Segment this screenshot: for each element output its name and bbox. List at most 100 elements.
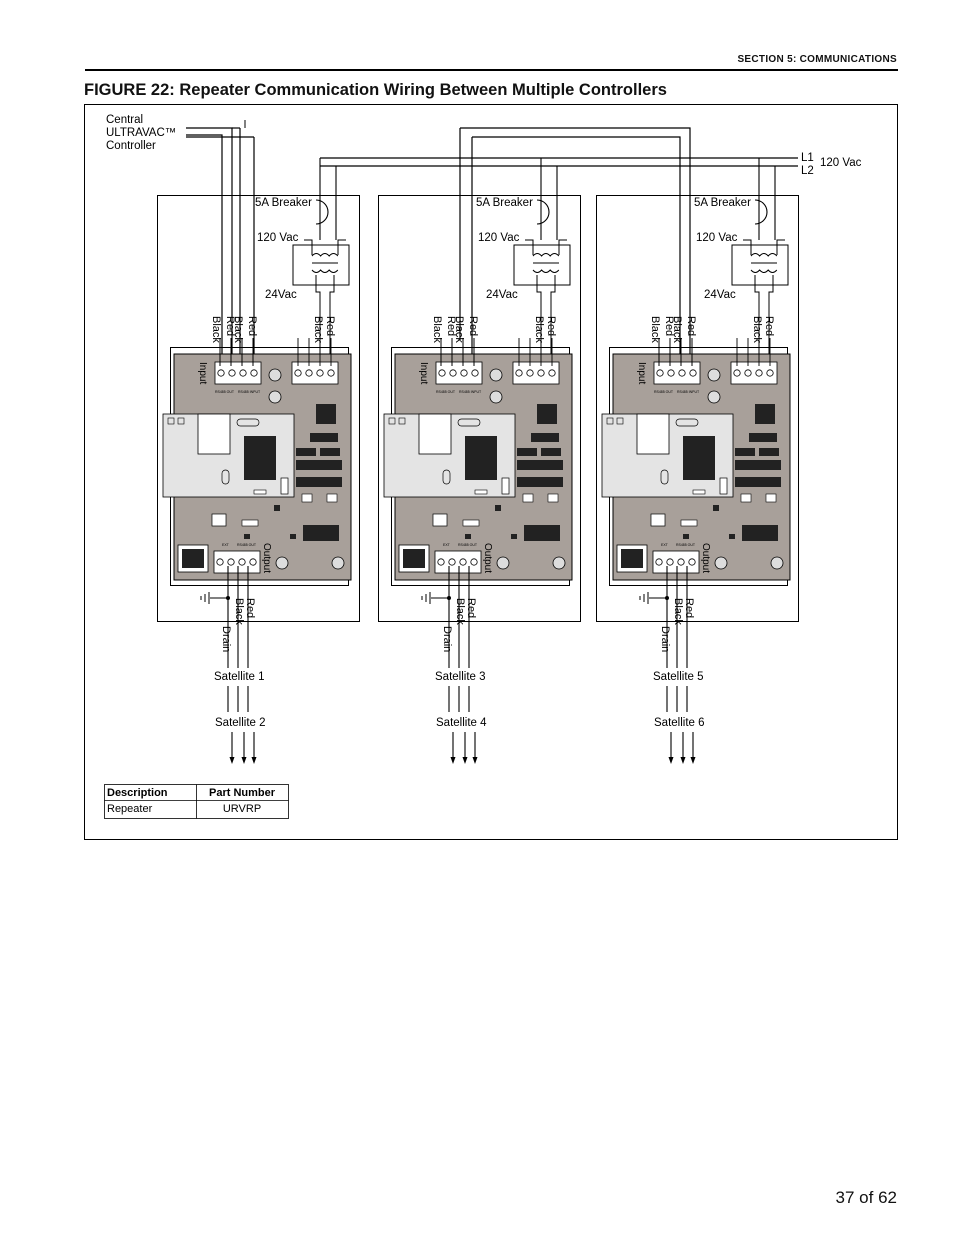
rs485-out-label: RS485 OUT — [436, 390, 456, 394]
satellite-label-b: Satellite 6 — [654, 717, 705, 729]
output-wire-red-label: Red — [465, 598, 477, 618]
output-wire-red-label: Red — [683, 598, 695, 618]
processor-chip — [244, 436, 276, 480]
chip — [537, 404, 557, 424]
breaker-symbol — [315, 199, 329, 225]
wire — [525, 239, 534, 255]
terminal-screw — [733, 369, 741, 377]
satellite-label-a: Satellite 5 — [653, 671, 704, 683]
chip — [290, 534, 296, 539]
dip-switch — [650, 513, 666, 527]
terminal-screw — [470, 558, 478, 566]
led — [714, 556, 728, 570]
chip — [729, 534, 735, 539]
input-wire-red-label: Red — [224, 316, 236, 336]
chip — [759, 448, 779, 456]
transformer-box — [513, 244, 571, 286]
terminal-screw — [249, 558, 257, 566]
terminal-screw — [656, 369, 664, 377]
rs485-out-label-2: RS485 OUT — [676, 543, 696, 547]
satellite-label-b: Satellite 4 — [436, 717, 487, 729]
processor-chip — [465, 436, 497, 480]
chip — [296, 448, 316, 456]
input-wire-black-label-2: Black — [671, 316, 683, 343]
power-l2-label: L2 — [801, 165, 814, 177]
terminal-screw — [755, 369, 763, 377]
chip — [522, 493, 534, 503]
wire — [768, 275, 774, 360]
chip — [742, 525, 778, 541]
chip — [517, 448, 537, 456]
breaker-label: 5A Breaker — [476, 197, 533, 209]
chip — [296, 477, 342, 487]
chip — [531, 433, 559, 442]
jumper — [462, 519, 480, 527]
daughter-board-pad — [616, 417, 624, 425]
power-wire-red-label: Red — [324, 316, 336, 336]
chip — [303, 525, 339, 541]
drain-label: Drain — [659, 626, 671, 652]
terminal-screw — [238, 558, 246, 566]
wire — [329, 275, 335, 360]
coil-secondary — [532, 269, 560, 273]
input-terminal — [435, 361, 483, 385]
daughter-board-pad — [398, 417, 406, 425]
led — [707, 368, 721, 382]
satellite-arrow — [241, 757, 247, 764]
terminal-screw — [666, 558, 674, 566]
chip — [713, 505, 719, 511]
header-rule — [85, 69, 898, 71]
input-wire-red-label-2: Red — [467, 316, 479, 336]
rj-jack-port — [403, 549, 425, 568]
chip — [765, 493, 777, 503]
rs485-out-label: RS485 OUT — [654, 390, 674, 394]
led — [331, 556, 345, 570]
controller-label-line2: ULTRAVAC™ — [106, 127, 176, 139]
input-wire-red-label-2: Red — [246, 316, 258, 336]
chip — [547, 493, 559, 503]
drain-junction — [665, 596, 669, 600]
terminal-screw — [744, 369, 752, 377]
output-label: Output — [482, 543, 493, 573]
terminal-screw — [667, 369, 675, 377]
power-wire-black-label: Black — [533, 316, 545, 343]
chip — [296, 460, 342, 470]
secondary-voltage-label: 24Vac — [704, 289, 736, 301]
daughter-board-pad — [606, 417, 614, 425]
chip — [326, 493, 338, 503]
satellite-label-a: Satellite 3 — [435, 671, 486, 683]
satellite-arrow — [229, 757, 235, 764]
chip — [683, 534, 689, 539]
terminal-screw — [460, 369, 468, 377]
breaker-symbol — [754, 199, 768, 225]
coil-primary — [532, 253, 560, 257]
processor-chip — [683, 436, 715, 480]
chip — [301, 493, 313, 503]
chip — [517, 477, 563, 487]
daughter-board-pad — [388, 417, 396, 425]
rs485-input-label: RS485 INPUT — [459, 390, 482, 394]
daughter-board-slot — [660, 469, 669, 485]
input-label: Input — [636, 362, 647, 384]
output-wire-black-label: Black — [454, 598, 466, 625]
rs485-input-label: RS485 INPUT — [677, 390, 700, 394]
chip — [735, 460, 781, 470]
terminal-screw — [548, 369, 556, 377]
output-wire-black-label: Black — [233, 598, 245, 625]
wire — [315, 275, 321, 360]
transformer-box — [292, 244, 350, 286]
power-wire-red-label: Red — [545, 316, 557, 336]
daughter-board-module — [636, 413, 670, 455]
dip-switch — [211, 513, 227, 527]
wire — [743, 239, 752, 255]
led — [707, 390, 721, 404]
coil-primary — [311, 253, 339, 257]
input-terminal — [653, 361, 701, 385]
figure-title: FIGURE 22: Repeater Communication Wiring… — [84, 81, 667, 99]
controller-label-line1: Central — [106, 114, 143, 126]
output-wire-black-label: Black — [672, 598, 684, 625]
coil-secondary — [750, 269, 778, 273]
daughter-board-connector — [501, 477, 510, 495]
